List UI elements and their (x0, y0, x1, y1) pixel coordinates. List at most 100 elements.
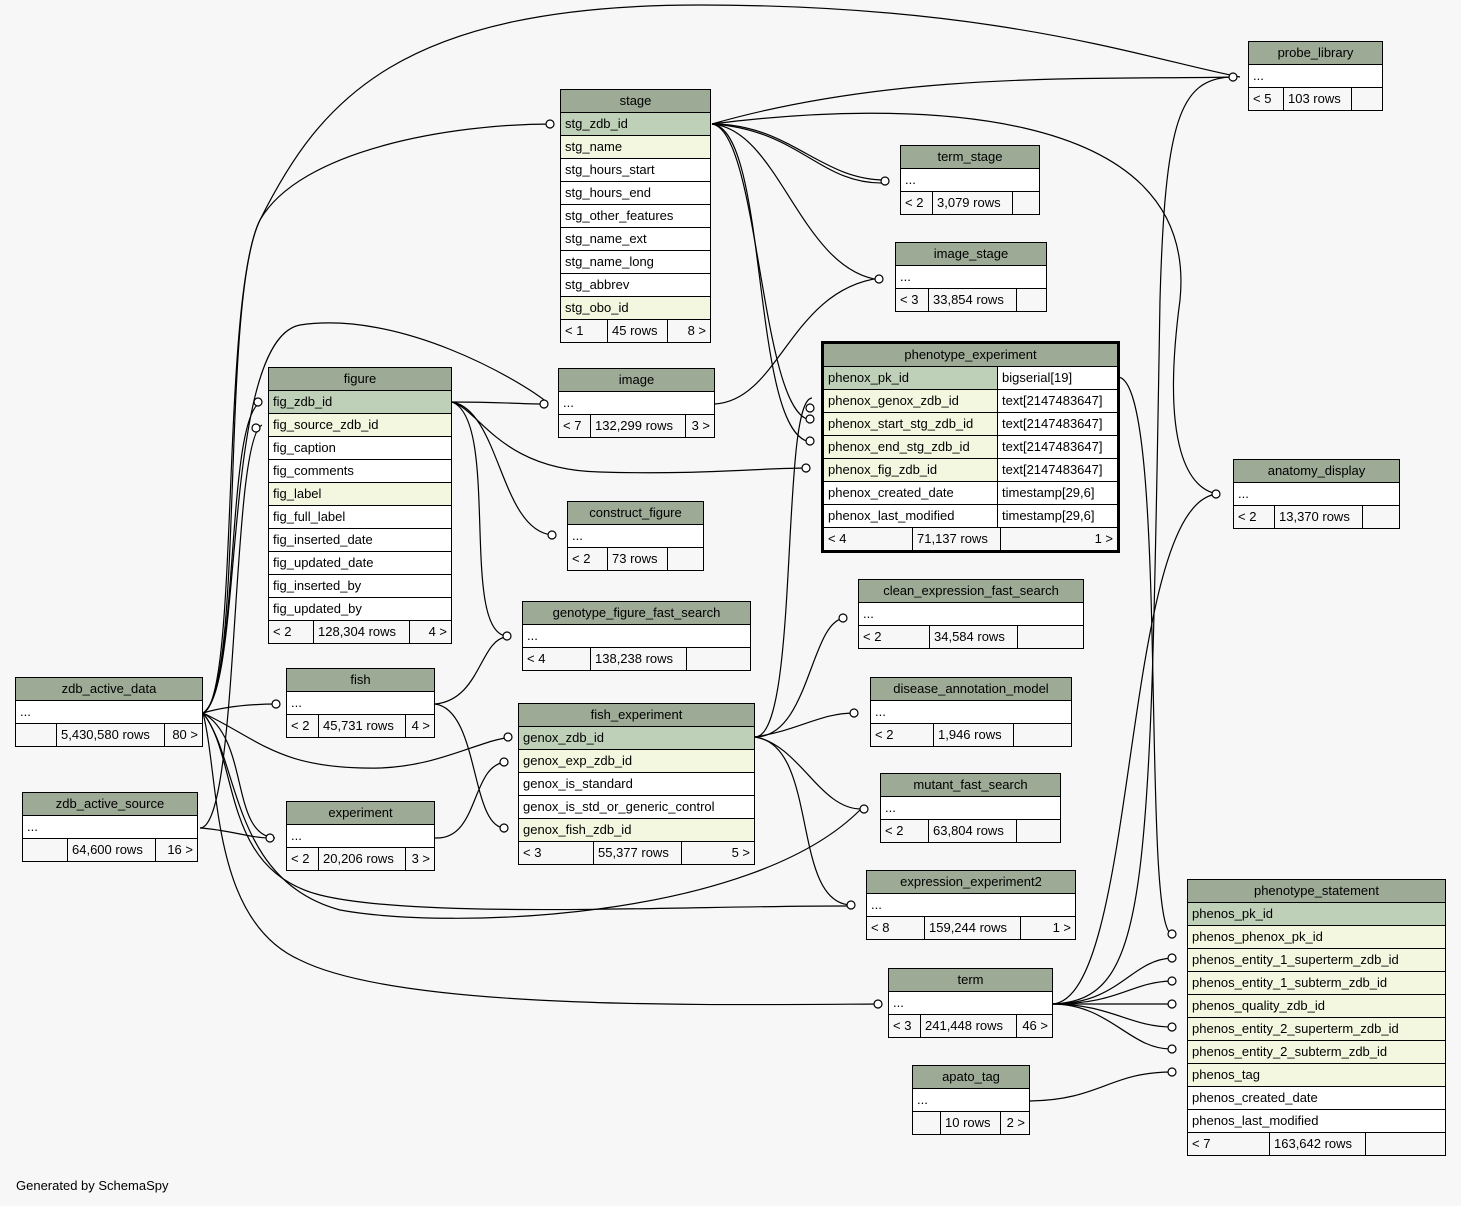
table-image_stage[interactable]: image_stage ... < 3 33,854 rows (895, 242, 1047, 312)
table-title[interactable]: genotype_figure_fast_search (523, 602, 750, 625)
table-clean_expression_fast_search[interactable]: clean_expression_fast_search ... < 2 34,… (858, 579, 1084, 649)
column-row[interactable]: phenos_entity_2_subterm_zdb_id (1188, 1041, 1445, 1064)
table-term_stage[interactable]: term_stage ... < 2 3,079 rows (900, 145, 1040, 215)
column-row[interactable]: genox_is_std_or_generic_control (519, 796, 754, 819)
children-count[interactable]: 1 > (1000, 528, 1117, 550)
column-row[interactable]: phenos_created_date (1188, 1087, 1445, 1110)
column-row[interactable]: stg_name_ext (561, 228, 710, 251)
table-probe_library[interactable]: probe_library ... < 5 103 rows (1248, 41, 1383, 111)
table-zdb_active_source[interactable]: zdb_active_source ... 64,600 rows 16 > (22, 792, 198, 862)
table-disease_annotation_model[interactable]: disease_annotation_model ... < 2 1,946 r… (870, 677, 1072, 747)
parents-count[interactable]: < 3 (523, 845, 542, 860)
column-row[interactable]: stg_name_long (561, 251, 710, 274)
table-expression_experiment2[interactable]: expression_experiment2 ... < 8 159,244 r… (866, 870, 1076, 940)
table-title[interactable]: term_stage (901, 146, 1039, 169)
table-term[interactable]: term ... < 3 241,448 rows 46 > (888, 968, 1053, 1038)
parents-count[interactable]: < 2 (875, 727, 894, 742)
children-count[interactable]: 5 > (681, 842, 754, 864)
children-count[interactable]: 80 > (164, 724, 202, 746)
parents-count[interactable]: < 3 (900, 292, 919, 307)
table-title[interactable]: image (559, 369, 714, 392)
column-row[interactable]: stg_hours_end (561, 182, 710, 205)
column-row[interactable]: phenos_phenox_pk_id (1188, 926, 1445, 949)
column-row[interactable]: fig_comments (269, 460, 451, 483)
table-title[interactable]: zdb_active_source (23, 793, 197, 816)
parents-count[interactable]: < 2 (291, 851, 310, 866)
table-title[interactable]: construct_figure (568, 502, 703, 525)
column-row[interactable]: ... (901, 169, 1039, 192)
parents-count[interactable]: < 4 (527, 651, 546, 666)
parents-count[interactable]: < 7 (1192, 1136, 1211, 1151)
column-row[interactable]: ... (23, 816, 197, 839)
column-row[interactable]: ... (1249, 65, 1382, 88)
parents-count[interactable]: < 5 (1253, 91, 1272, 106)
parents-count[interactable] (16, 724, 56, 746)
children-count[interactable] (1365, 1133, 1445, 1155)
table-title[interactable]: probe_library (1249, 42, 1382, 65)
table-stage[interactable]: stage stg_zdb_id stg_name stg_hours_star… (560, 89, 711, 343)
column-row[interactable]: genox_zdb_id (519, 727, 754, 750)
column-row[interactable]: phenos_entity_1_superterm_zdb_id (1188, 949, 1445, 972)
children-count[interactable] (1016, 820, 1060, 842)
parents-count[interactable]: < 2 (273, 624, 292, 639)
table-title[interactable]: fish (287, 669, 434, 692)
column-row[interactable]: ... (287, 692, 434, 715)
column-row[interactable]: genox_exp_zdb_id (519, 750, 754, 773)
table-genotype_figure_fast_search[interactable]: genotype_figure_fast_search ... < 4 138,… (522, 601, 751, 671)
column-row[interactable]: phenos_tag (1188, 1064, 1445, 1087)
column-row[interactable]: ... (1234, 483, 1399, 506)
table-title[interactable]: anatomy_display (1234, 460, 1399, 483)
table-zdb_active_data[interactable]: zdb_active_data ... 5,430,580 rows 80 > (15, 677, 203, 747)
table-title[interactable]: mutant_fast_search (881, 774, 1060, 797)
column-row[interactable]: fig_label (269, 483, 451, 506)
column-row[interactable]: fig_updated_by (269, 598, 451, 621)
children-count[interactable] (1016, 289, 1046, 311)
column-row[interactable]: ... (859, 603, 1083, 626)
children-count[interactable]: 8 > (667, 320, 710, 342)
children-count[interactable]: 3 > (405, 848, 434, 870)
column-row[interactable]: fig_zdb_id (269, 391, 451, 414)
column-row[interactable]: ... (867, 894, 1075, 917)
parents-count[interactable] (913, 1112, 940, 1134)
table-title[interactable]: image_stage (896, 243, 1046, 266)
column-row[interactable]: ... (871, 701, 1071, 724)
children-count[interactable]: 4 > (409, 621, 451, 643)
table-title[interactable]: clean_expression_fast_search (859, 580, 1083, 603)
table-fish_experiment[interactable]: fish_experiment genox_zdb_id genox_exp_z… (518, 703, 755, 865)
column-row[interactable]: fig_source_zdb_id (269, 414, 451, 437)
column-row[interactable]: fig_inserted_date (269, 529, 451, 552)
column-row[interactable]: stg_zdb_id (561, 113, 710, 136)
table-construct_figure[interactable]: construct_figure ... < 2 73 rows (567, 501, 704, 571)
children-count[interactable]: 4 > (405, 715, 434, 737)
column-row[interactable]: ... (913, 1089, 1029, 1112)
children-count[interactable]: 1 > (1020, 917, 1075, 939)
table-title[interactable]: figure (269, 368, 451, 391)
table-title[interactable]: stage (561, 90, 710, 113)
table-anatomy_display[interactable]: anatomy_display ... < 2 13,370 rows (1233, 459, 1400, 529)
column-row[interactable]: ... (523, 625, 750, 648)
column-row[interactable]: ... (896, 266, 1046, 289)
table-image[interactable]: image ... < 7 132,299 rows 3 > (558, 368, 715, 438)
table-title[interactable]: phenotype_statement (1188, 880, 1445, 903)
table-experiment[interactable]: experiment ... < 2 20,206 rows 3 > (286, 801, 435, 871)
table-apato_tag[interactable]: apato_tag ... 10 rows 2 > (912, 1065, 1030, 1135)
column-row[interactable]: phenos_last_modified (1188, 1110, 1445, 1133)
children-count[interactable] (1351, 88, 1382, 110)
table-fish[interactable]: fish ... < 2 45,731 rows 4 > (286, 668, 435, 738)
column-row[interactable]: fig_inserted_by (269, 575, 451, 598)
column-row[interactable]: ... (889, 992, 1052, 1015)
parents-count[interactable]: < 3 (893, 1018, 912, 1033)
children-count[interactable]: 2 > (1000, 1112, 1029, 1134)
column-row[interactable]: ... (287, 825, 434, 848)
children-count[interactable] (667, 548, 703, 570)
table-title[interactable]: phenotype_experiment (824, 344, 1117, 367)
table-title[interactable]: disease_annotation_model (871, 678, 1071, 701)
column-row[interactable]: phenos_pk_id (1188, 903, 1445, 926)
parents-count[interactable]: < 4 (828, 531, 847, 546)
